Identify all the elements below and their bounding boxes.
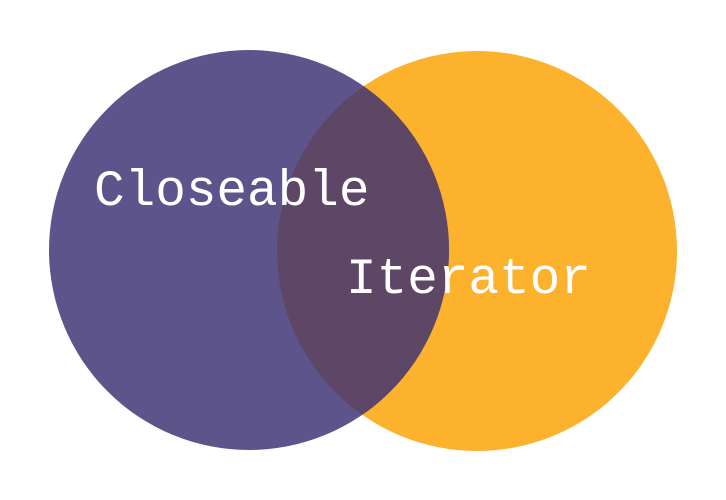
iterator-label: Iterator xyxy=(346,252,591,309)
closeable-label: Closeable xyxy=(94,164,369,221)
intersection-region xyxy=(277,51,449,450)
